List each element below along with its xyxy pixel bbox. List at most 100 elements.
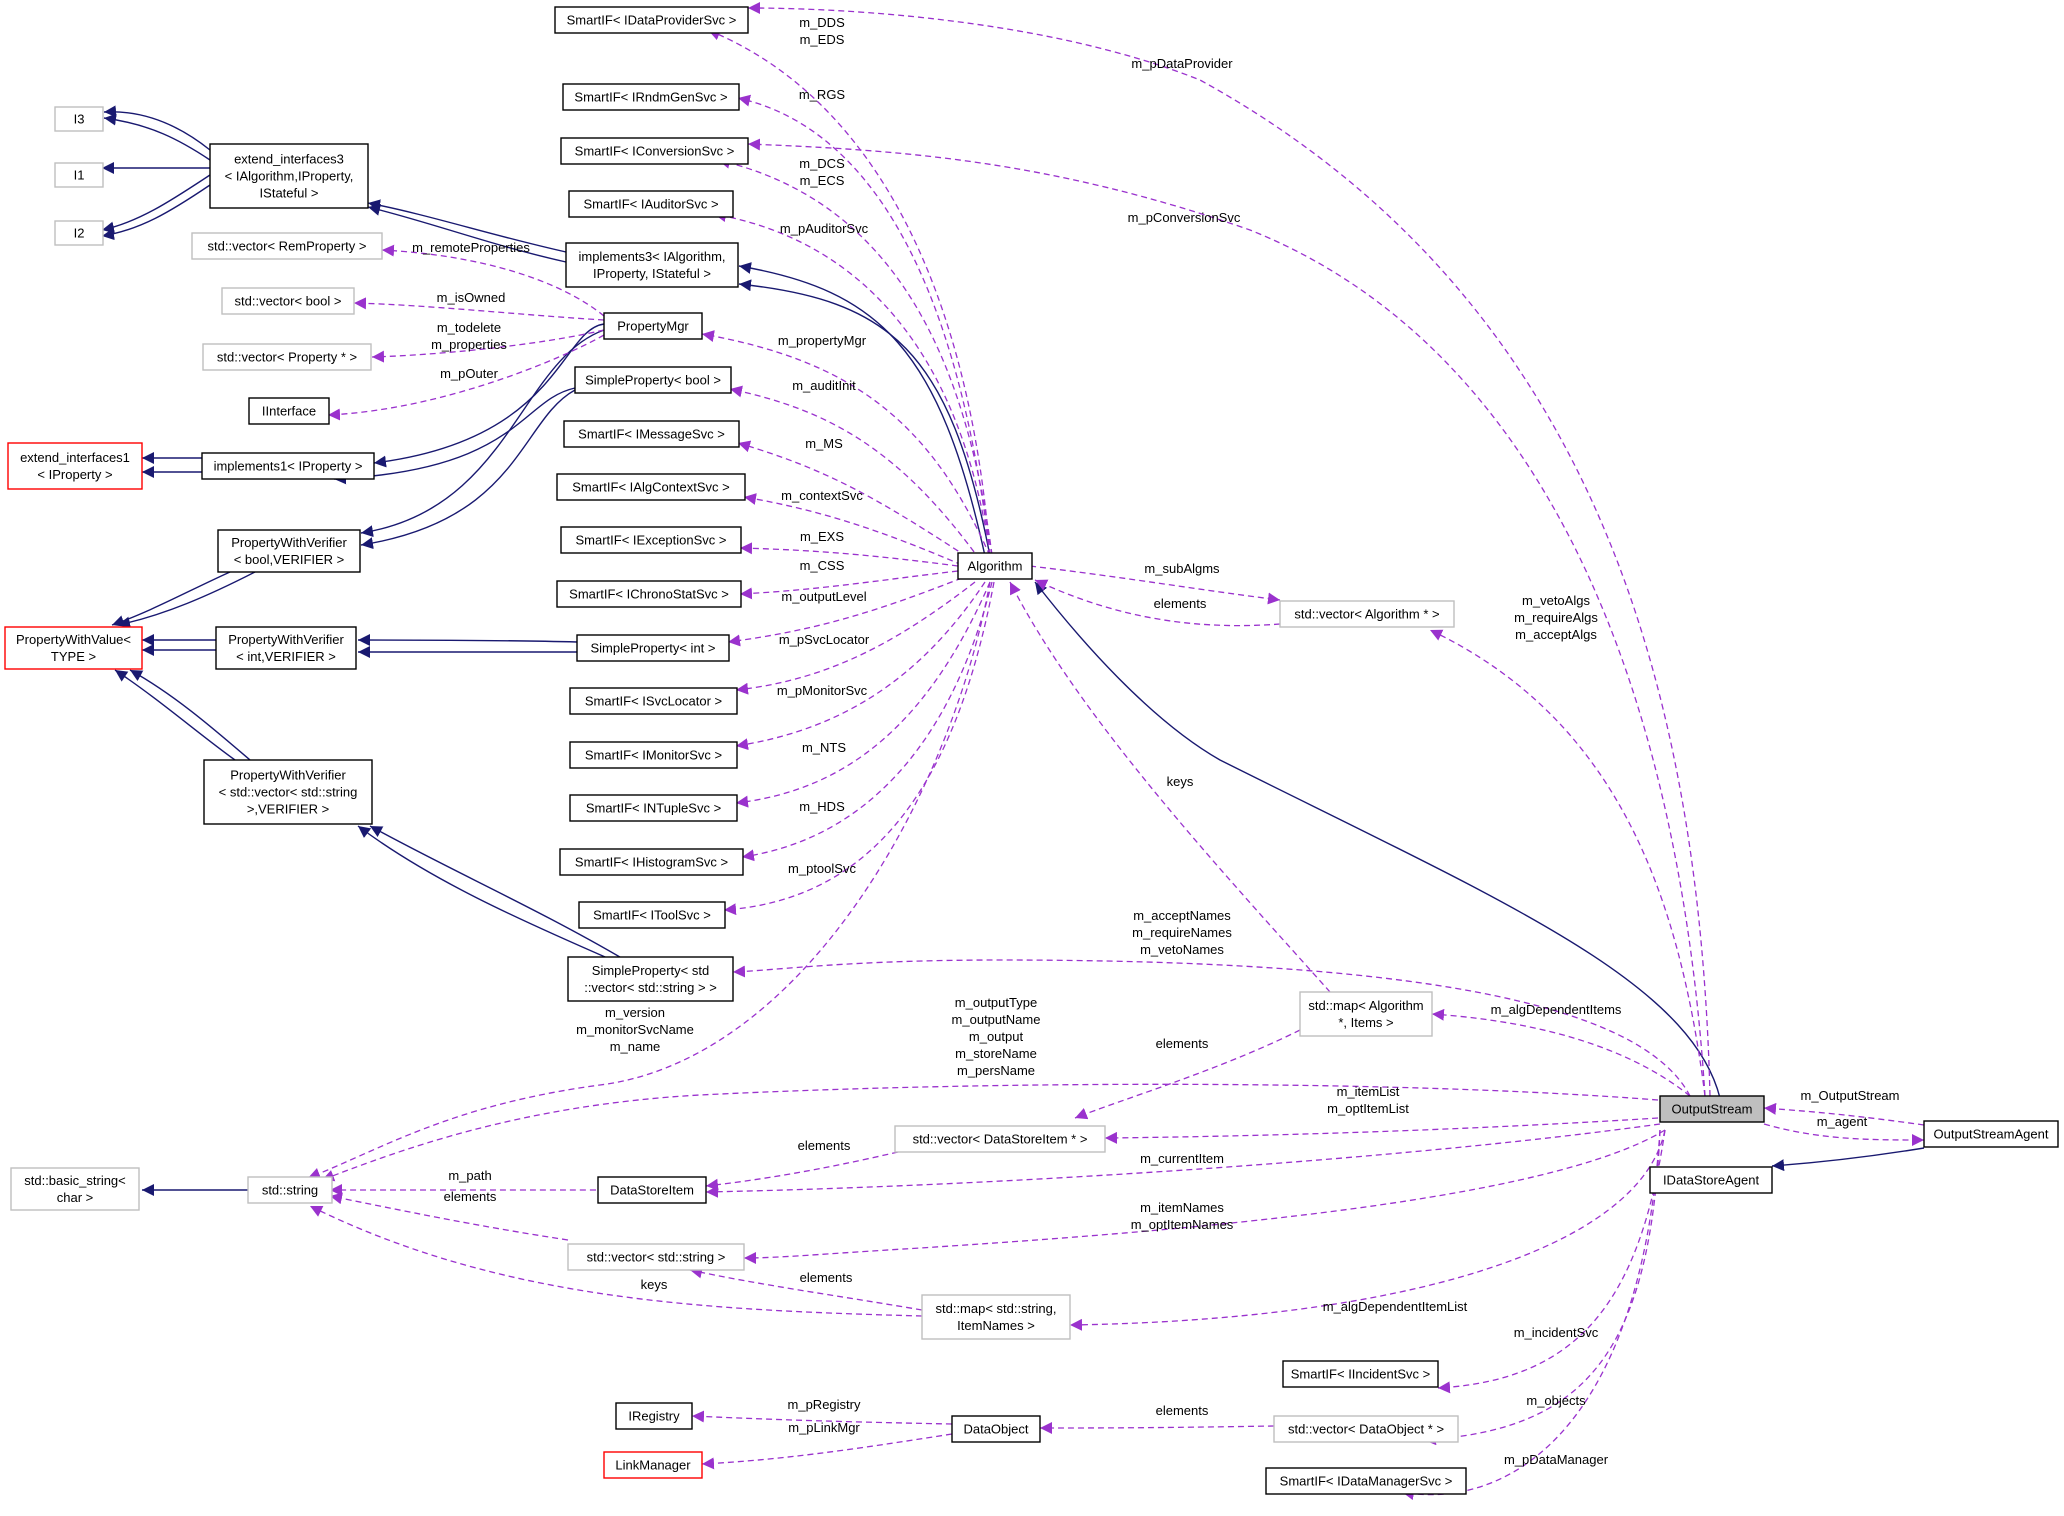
class-node-label: implements3< IAlgorithm, <box>578 249 725 264</box>
class-node-std-string[interactable]: std::string <box>247 1176 333 1204</box>
edge-label-text: m_RGS <box>799 87 846 102</box>
class-node-data-store-item[interactable]: DataStoreItem <box>597 1176 707 1204</box>
inherit-impl3-extend3 <box>367 199 567 253</box>
class-node-label: extend_interfaces3 <box>234 152 344 167</box>
class-node-extend3[interactable]: extend_interfaces3< IAlgorithm,IProperty… <box>209 143 369 209</box>
class-node-s-pint[interactable]: SimpleProperty< int > <box>576 634 730 662</box>
edge-label-text: m_EXS <box>800 529 844 544</box>
class-node-box <box>221 287 355 315</box>
inherit-extend3-I2 <box>101 174 211 234</box>
class-node-vec-alg-ptr[interactable]: std::vector< Algorithm * > <box>1279 600 1455 628</box>
class-node-s-i-audit[interactable]: SmartIF< IAuditorSvc > <box>568 190 734 218</box>
class-node-s-i-alg-ctx[interactable]: SmartIF< IAlgContextSvc > <box>556 473 746 501</box>
edge-label-text: m_pSvcLocator <box>779 632 870 647</box>
class-node-basic-string[interactable]: std::basic_string<char > <box>10 1167 140 1211</box>
class-node-label: SmartIF< INTupleSvc > <box>586 801 721 816</box>
edge-label: m_EXS <box>800 529 844 544</box>
class-node-label: SmartIF< IToolSvc > <box>593 908 711 923</box>
class-node-output-stream[interactable]: OutputStream <box>1659 1095 1765 1123</box>
class-node-s-pbool[interactable]: SimpleProperty< bool > <box>574 366 732 394</box>
class-node-s-i-msg[interactable]: SmartIF< IMessageSvc > <box>563 420 740 448</box>
class-node-p-w-vvec[interactable]: PropertyWithVerifier< std::vector< std::… <box>203 759 373 825</box>
class-node-vec-bool[interactable]: std::vector< bool > <box>221 287 355 315</box>
class-node-s-i-incident[interactable]: SmartIF< IIncidentSvc > <box>1282 1360 1439 1388</box>
class-node-impl1[interactable]: implements1< IProperty > <box>201 452 375 480</box>
inherit-algo-impl3 <box>738 262 986 557</box>
class-node-box <box>247 1176 333 1204</box>
use-pmgr-remprop <box>381 244 605 317</box>
edge-label-text: m_monitorSvcName <box>576 1022 694 1037</box>
use-algo-dataprov <box>707 28 991 556</box>
class-node-extend1[interactable]: extend_interfaces1< IProperty > <box>7 442 143 490</box>
inherit-pwvbool-pwvalueb <box>117 571 256 629</box>
edge-label-text: elements <box>444 1189 497 1204</box>
class-node-algorithm[interactable]: Algorithm <box>957 552 1033 580</box>
class-node-i1[interactable]: I1 <box>54 162 104 188</box>
class-node-i-interface[interactable]: IInterface <box>248 397 330 425</box>
edge-label: m_remoteProperties <box>412 240 530 255</box>
edge-label-text: m_vetoAlgs <box>1522 593 1590 608</box>
class-node-box <box>556 473 746 501</box>
class-node-label: std::map< std::string, <box>935 1301 1056 1316</box>
edge-label-text: m_objects <box>1526 1393 1586 1408</box>
class-node-box <box>578 901 726 929</box>
class-node-i3[interactable]: I3 <box>54 106 104 132</box>
class-node-box <box>1649 1166 1773 1194</box>
class-node-p-w-value[interactable]: PropertyWithValue<TYPE > <box>4 626 143 670</box>
class-node-box <box>217 529 361 573</box>
class-node-s-i-exc[interactable]: SmartIF< IExceptionSvc > <box>560 526 742 554</box>
edge-label-text: m_DCS <box>799 156 845 171</box>
edge-label: m_MS <box>805 436 843 451</box>
class-node-s-i-hist[interactable]: SmartIF< IHistogramSvc > <box>559 848 744 876</box>
class-node-map-alg-items[interactable]: std::map< Algorithm*, Items > <box>1299 991 1433 1037</box>
edge-label: m_NTS <box>802 740 846 755</box>
class-node-vec-rem-prop[interactable]: std::vector< RemProperty > <box>191 232 383 260</box>
edge-label-text: m_pDataProvider <box>1131 56 1233 71</box>
class-node-s-i-data-prov[interactable]: SmartIF< IDataProviderSvc > <box>554 6 749 34</box>
edge-label-text: m_pOuter <box>440 366 498 381</box>
class-node-link-manager[interactable]: LinkManager <box>603 1451 703 1479</box>
class-node-vec-data-obj[interactable]: std::vector< DataObject * > <box>1273 1415 1459 1443</box>
class-node-s-i-n-tuple[interactable]: SmartIF< INTupleSvc > <box>569 794 738 822</box>
use-agent-outstream <box>1763 1102 1925 1126</box>
class-node-impl3[interactable]: implements3< IAlgorithm,IProperty, IStat… <box>565 242 739 288</box>
class-node-s-i-tool[interactable]: SmartIF< IToolSvc > <box>578 901 726 929</box>
edge-label: m_pOuter <box>440 366 498 381</box>
class-node-box <box>1273 1415 1459 1443</box>
use-vecstr-string <box>329 1192 569 1241</box>
inherit-extend3-I2b <box>101 184 211 241</box>
class-node-s-i-mon[interactable]: SmartIF< IMonitorSvc > <box>569 741 738 769</box>
edge-label: m_HDS <box>799 799 845 814</box>
class-node-map-item-names[interactable]: std::map< std::string,ItemNames > <box>921 1294 1071 1340</box>
class-node-s-pvec[interactable]: SimpleProperty< std::vector< std::string… <box>567 956 734 1002</box>
class-node-p-w-vint[interactable]: PropertyWithVerifier< int,VERIFIER > <box>215 626 357 670</box>
class-node-i2[interactable]: I2 <box>54 220 104 246</box>
class-node-p-w-vbool[interactable]: PropertyWithVerifier< bool,VERIFIER > <box>217 529 361 573</box>
class-node-box <box>569 741 738 769</box>
use-mapalg-vecdsi <box>1074 1029 1301 1120</box>
class-node-i-registry[interactable]: IRegistry <box>615 1402 693 1430</box>
class-node-vec-prop-ptr[interactable]: std::vector< Property * > <box>202 343 372 371</box>
use-algo-msg <box>737 440 976 563</box>
edge-label-text: m_acceptAlgs <box>1515 627 1597 642</box>
use-mapalg-algo <box>1009 581 1331 993</box>
class-node-s-i-rndm[interactable]: SmartIF< IRndmGenSvc > <box>562 83 740 111</box>
class-node-property-mgr[interactable]: PropertyMgr <box>603 312 703 340</box>
class-node-label: std::vector< DataObject * > <box>1288 1422 1444 1437</box>
class-node-i-data-store-agent[interactable]: IDataStoreAgent <box>1649 1166 1773 1194</box>
class-node-output-stream-agent[interactable]: OutputStreamAgent <box>1923 1120 2059 1148</box>
class-node-s-i-data-mgr[interactable]: SmartIF< IDataManagerSvc > <box>1265 1467 1467 1495</box>
class-node-s-i-conv[interactable]: SmartIF< IConversionSvc > <box>560 137 749 165</box>
class-node-box <box>191 232 383 260</box>
class-node-vec-string[interactable]: std::vector< std::string > <box>567 1243 745 1271</box>
edge-label: m_pDataProvider <box>1131 56 1233 71</box>
class-node-box <box>951 1415 1041 1443</box>
edge-label: m_algDependentItems <box>1491 1002 1622 1017</box>
class-node-s-i-chrono[interactable]: SmartIF< IChronoStatSvc > <box>556 580 742 608</box>
class-node-data-object[interactable]: DataObject <box>951 1415 1041 1443</box>
class-node-s-i-svc-loc[interactable]: SmartIF< ISvcLocator > <box>569 687 738 715</box>
edge-label-text: m_path <box>448 1168 491 1183</box>
class-node-vec-d-s-i-ptr[interactable]: std::vector< DataStoreItem * > <box>894 1125 1106 1153</box>
class-node-label: ::vector< std::string > > <box>584 980 717 995</box>
